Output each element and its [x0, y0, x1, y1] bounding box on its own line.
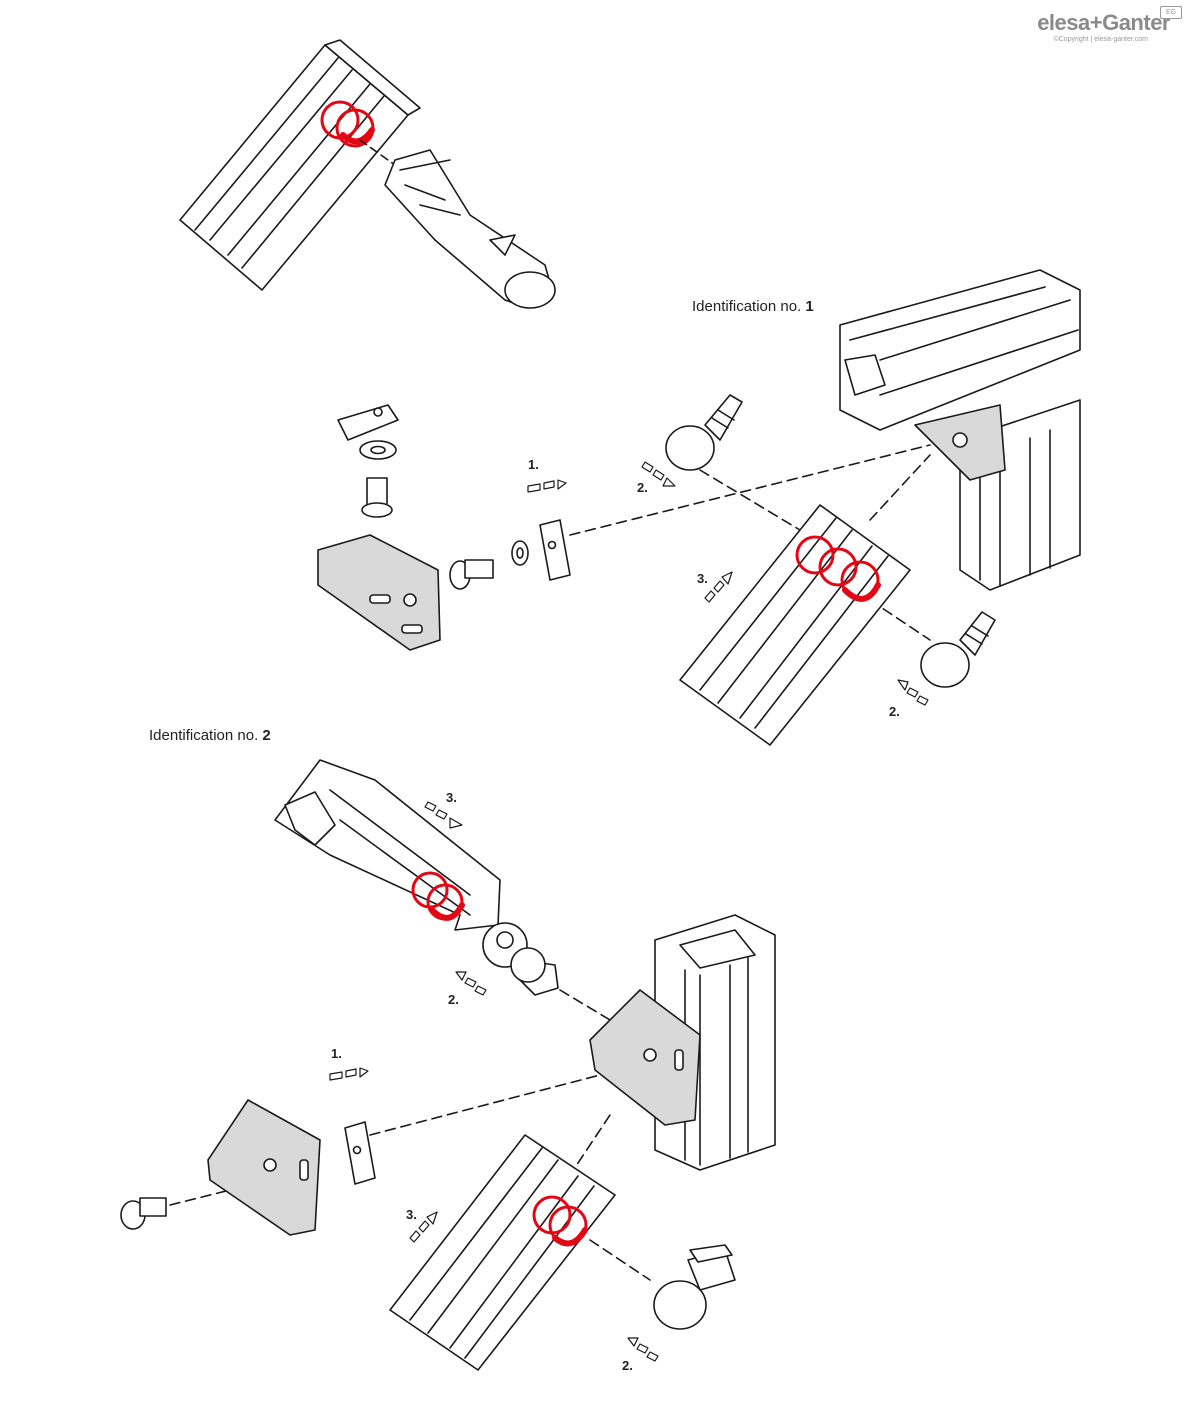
wedge-nut-id2 [344, 1121, 376, 1185]
arrow-step2-id1-upper [641, 461, 676, 487]
screw-id1-vertical [361, 477, 393, 518]
arrow-step3-id2-lower [409, 1211, 438, 1243]
wedge-nut-id1 [539, 519, 571, 581]
arrow-step2-id2-upper [455, 971, 487, 996]
arrows-id2 [329, 801, 659, 1362]
washer-id1-top [359, 440, 397, 460]
step-label-2-id1-lower: 2. [889, 704, 900, 719]
screw-id1-horizontal [449, 559, 494, 590]
arrow-step3-id1 [704, 571, 733, 603]
profile-drilled-id2-upper [274, 759, 501, 931]
washer-id1-side [511, 540, 529, 566]
ball-nut-id2 [482, 922, 559, 996]
identification-number-1: 1 [805, 298, 814, 315]
profile-drilled-top [179, 39, 421, 291]
arrow-step1-id2 [329, 1067, 369, 1081]
brand-logo: elesa+Ganter [1037, 10, 1170, 35]
step-label-1-id1: 1. [528, 457, 539, 472]
step-label-2-id2-upper: 2. [448, 992, 459, 1007]
assembly-lines-id2 [169, 989, 651, 1281]
tnut-id1 [337, 404, 399, 441]
bracket-id1-mounted [914, 404, 1006, 481]
brand-copyright: ©Copyright | elesa-ganter.com [1053, 36, 1148, 43]
step-label-3-id1: 3. [697, 571, 708, 586]
profile-drilled-id2-lower [389, 1134, 616, 1371]
brand-badge: EG [1160, 6, 1182, 19]
thumb-screw-id1-upper [665, 394, 743, 471]
arrow-step2-id1-lower [897, 679, 929, 706]
assembly-lines-id1 [569, 444, 931, 641]
step-label-3-id2-lower: 3. [406, 1207, 417, 1222]
arrows-id1 [527, 461, 929, 706]
drill-hole-highlight-top [320, 100, 375, 148]
drill-hole-highlight-id2-lower [532, 1195, 588, 1247]
identification-number-2: 2 [262, 727, 271, 744]
step-label-3-id2-upper: 3. [446, 790, 457, 805]
arrow-step3-id2-upper [424, 801, 463, 829]
step-label-2-id2-lower: 2. [622, 1358, 633, 1373]
profile-drilled-id1 [679, 504, 911, 746]
bracket-id2-exploded [207, 1099, 321, 1236]
identification-label-1: Identification no. 1 [692, 298, 814, 315]
arrow-step2-id2-lower [627, 1337, 659, 1362]
step-label-2-id1-upper: 2. [637, 480, 648, 495]
drill-hole-highlight-id1 [795, 535, 881, 602]
identification-label-2: Identification no. 2 [149, 727, 271, 744]
drill-bit [384, 149, 556, 309]
bracket-id1-exploded [317, 534, 441, 651]
drill-hole-highlight-id2-upper [411, 871, 465, 921]
step-label-1-id2: 1. [331, 1046, 342, 1061]
thumb-screw-id2 [653, 1244, 736, 1330]
identification-prefix-1: Identification no. [692, 298, 802, 315]
screw-id2 [120, 1197, 167, 1230]
bracket-id2-mounted [589, 989, 701, 1126]
thumb-screw-id1-lower [920, 611, 996, 688]
arrow-step1-id1 [527, 479, 567, 493]
identification-prefix-2: Identification no. [149, 727, 259, 744]
